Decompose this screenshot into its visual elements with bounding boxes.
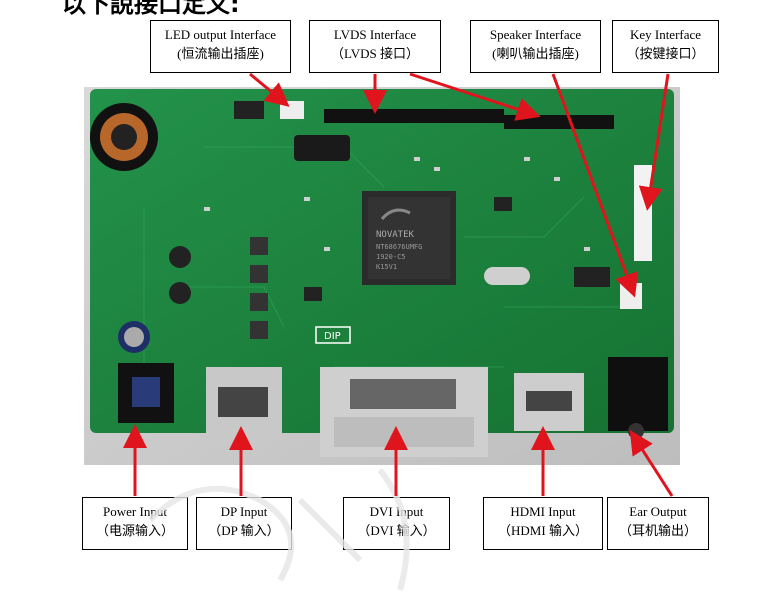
hdmi-label-zh: （HDMI 输入） [498, 523, 588, 538]
power-input-label: Power Input （电源输入） [82, 497, 188, 550]
ear-label-zh: （耳机输出） [618, 523, 697, 538]
speaker-lvds-header [504, 115, 614, 129]
chip-brand: NOVATEK [376, 230, 415, 240]
page-heading-fragment: 以下說接口定义: [62, 0, 240, 18]
dip-label: DIP [324, 331, 341, 342]
dvi-label-en: DVI Input [369, 504, 424, 519]
led-output-interface-label: LED output Interface (恒流输出插座) [150, 20, 291, 73]
lvds-label-zh: （LVDS 接口） [330, 46, 419, 61]
speaker-label-zh: (喇叭输出插座) [492, 46, 579, 61]
chip-line-3: K15V1 [376, 263, 397, 271]
ear-label-en: Ear Output [629, 504, 687, 519]
lvds-header [324, 109, 504, 123]
dp-label-en: DP Input [220, 504, 268, 519]
board-photo: NOVATEK NT68676UMFG 1920-C5 K15V1 DIP [84, 87, 680, 465]
led-connector [280, 101, 304, 119]
dvi-input-label: DVI Input （DVI 输入） [343, 497, 450, 550]
ear-output-label: Ear Output （耳机输出） [607, 497, 709, 550]
speaker-label-en: Speaker Interface [489, 27, 582, 42]
power-label-en: Power Input [103, 504, 167, 519]
chip-line-1: NT68676UMFG [376, 243, 422, 251]
led-label-en: LED output Interface [164, 27, 277, 42]
lvds-interface-label: LVDS Interface （LVDS 接口） [309, 20, 441, 73]
ear-jack [608, 357, 668, 431]
speaker-connector [620, 283, 642, 309]
power-label-zh: （电源输入） [95, 523, 174, 538]
dp-input-label: DP Input （DP 输入） [196, 497, 292, 550]
key-label-zh: （按键接口） [626, 46, 705, 61]
board-illustration: NOVATEK NT68676UMFG 1920-C5 K15V1 DIP [84, 87, 680, 465]
hdmi-input-label: HDMI Input （HDMI 输入） [483, 497, 603, 550]
dvi-label-zh: （DVI 输入） [357, 523, 436, 538]
key-interface-label: Key Interface （按键接口） [612, 20, 719, 73]
chip-line-2: 1920-C5 [376, 253, 406, 261]
key-connector [634, 165, 652, 261]
hdmi-label-en: HDMI Input [510, 504, 576, 519]
speaker-interface-label: Speaker Interface (喇叭输出插座) [470, 20, 601, 73]
lvds-label-en: LVDS Interface [333, 27, 417, 42]
key-label-en: Key Interface [629, 27, 702, 42]
dp-label-zh: （DP 输入） [208, 523, 280, 538]
led-label-zh: (恒流输出插座) [177, 46, 264, 61]
